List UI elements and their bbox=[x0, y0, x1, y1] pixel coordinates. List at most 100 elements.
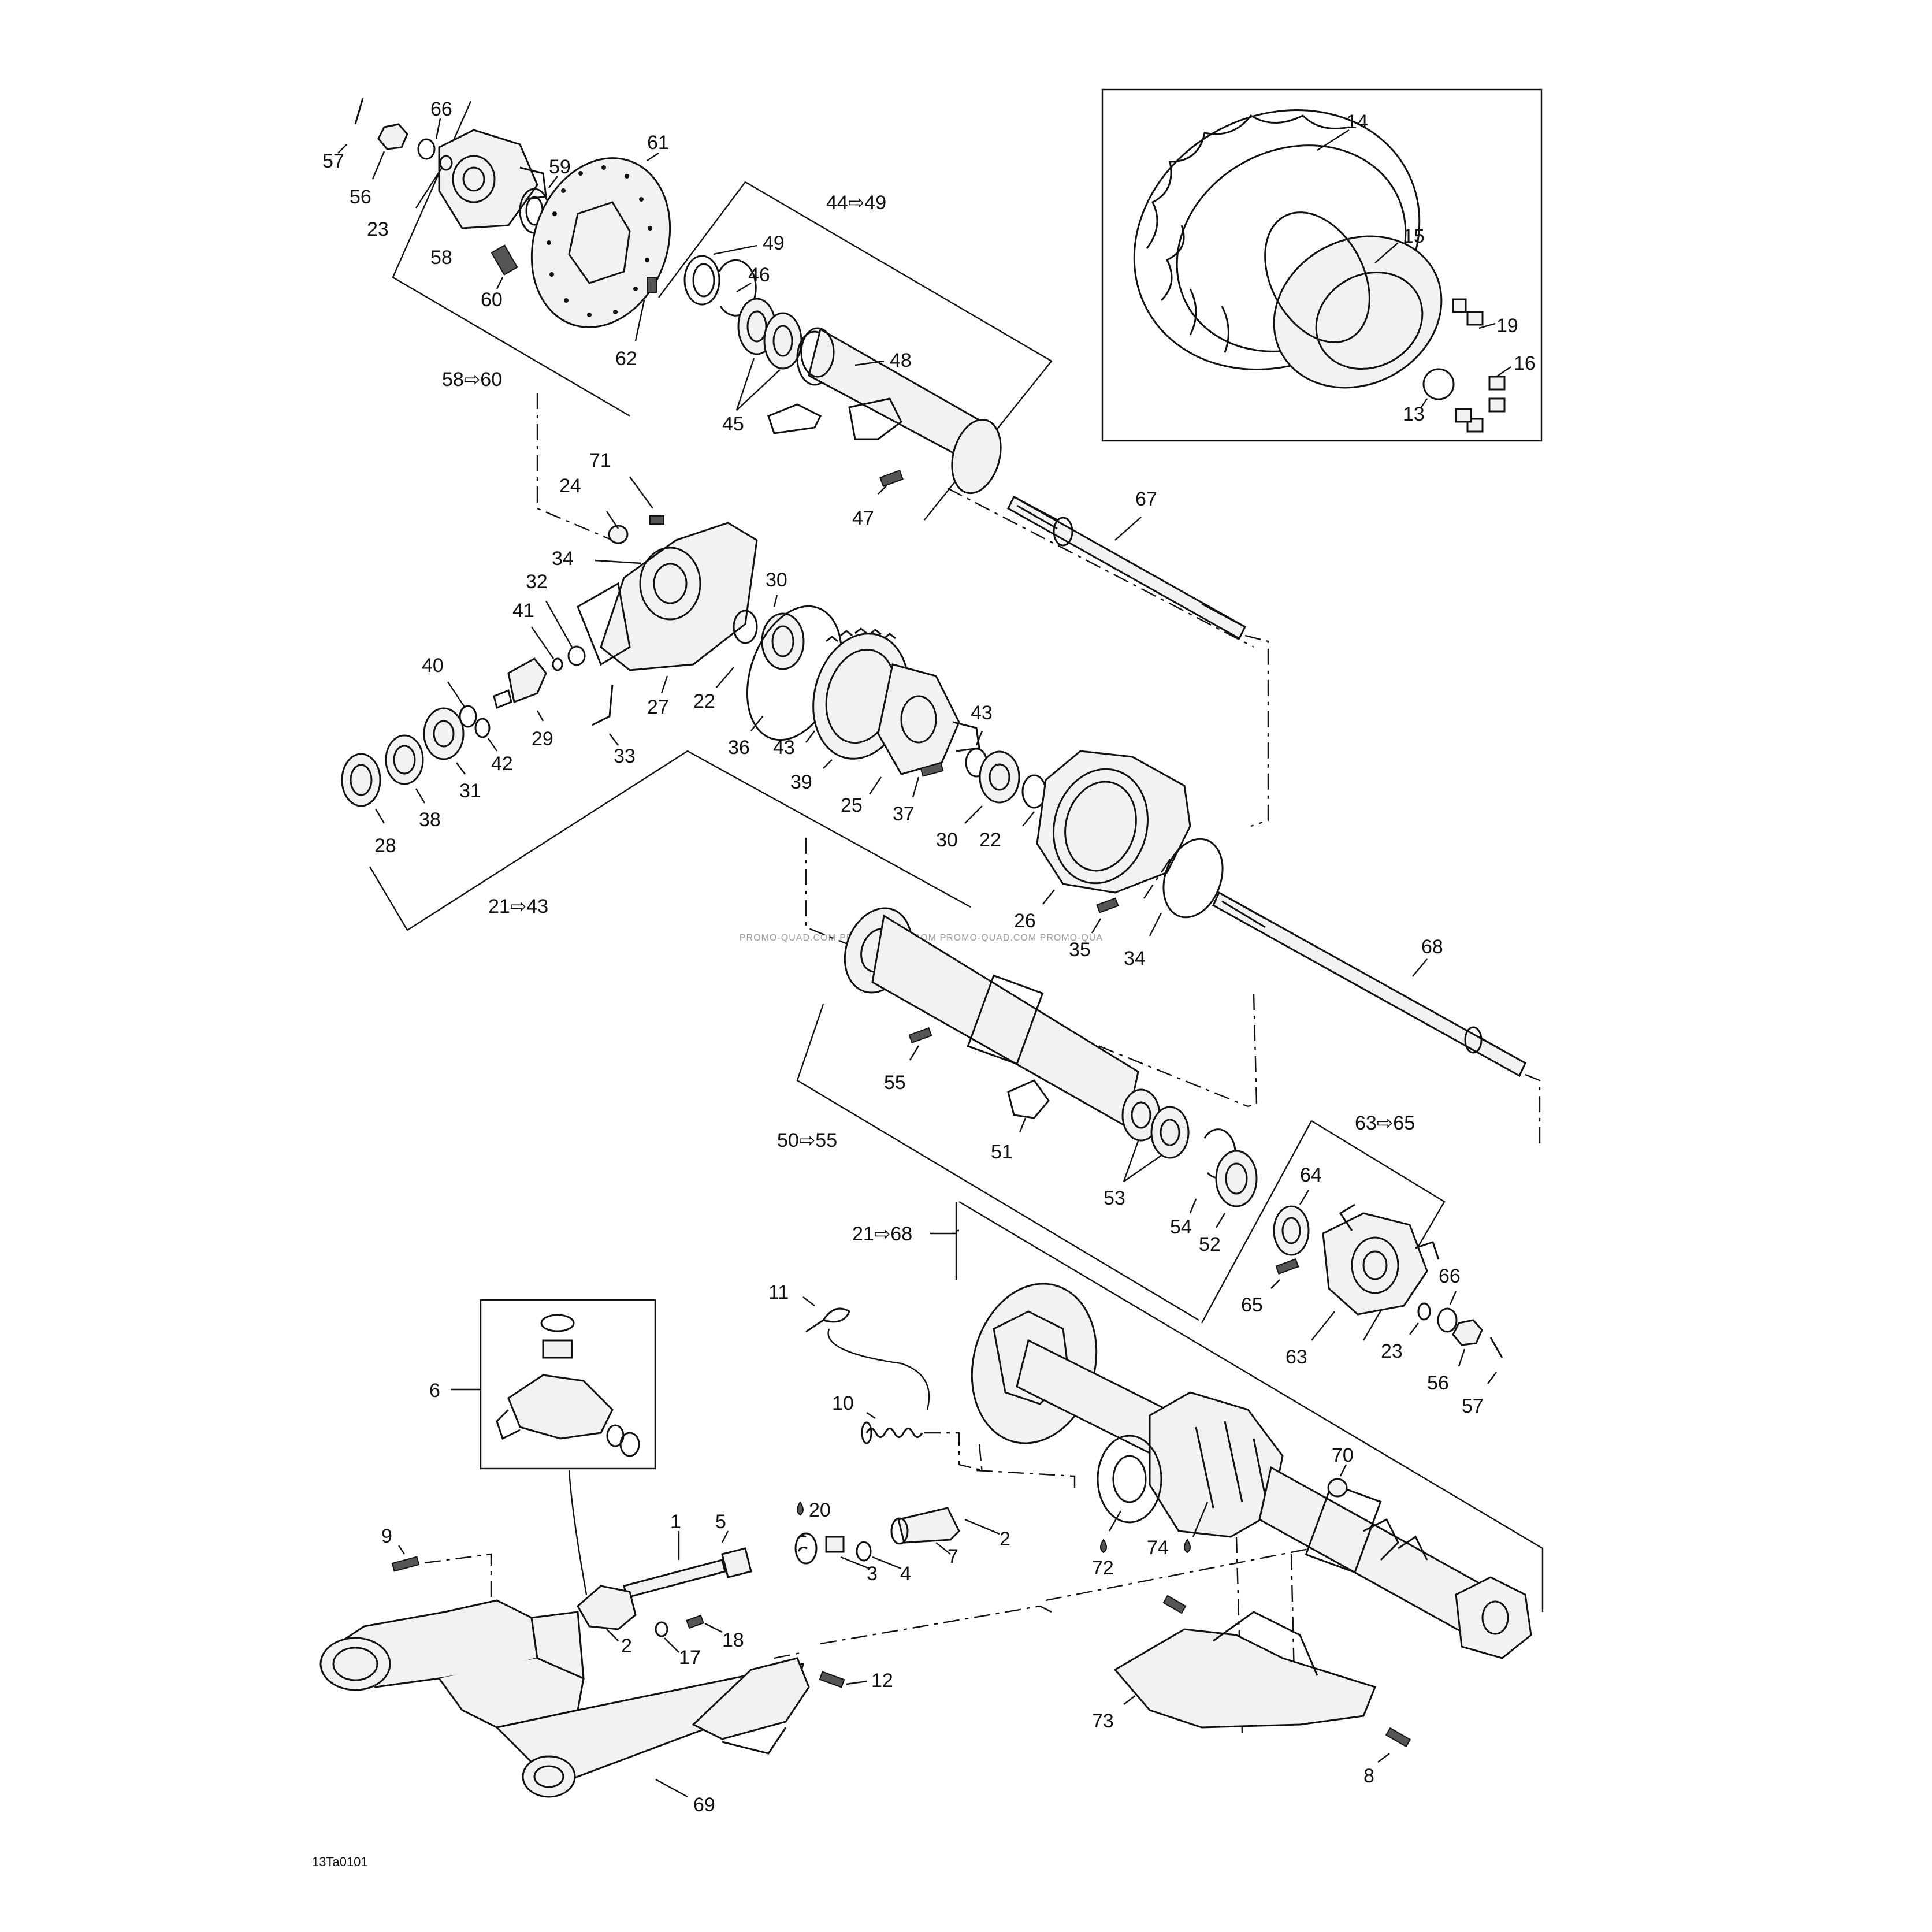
drain-plug bbox=[608, 525, 629, 544]
callout-10: 10 bbox=[832, 1392, 854, 1414]
callout-39: 39 bbox=[790, 771, 812, 793]
callout-41: 41 bbox=[512, 600, 534, 622]
hub-center bbox=[1351, 1236, 1399, 1294]
swing-arm-rear-bushing-inner bbox=[533, 1765, 564, 1788]
tube-bracket bbox=[767, 403, 822, 434]
housing-opening bbox=[1053, 768, 1149, 885]
washer bbox=[417, 138, 436, 160]
callout-55: 55 bbox=[884, 1072, 906, 1094]
bearing-carrier-group: 44⇨49 49 46 45 48 47 bbox=[658, 181, 1053, 529]
callout-69: 69 bbox=[693, 1794, 715, 1816]
mount-bolt bbox=[819, 1671, 845, 1688]
skid-bolt bbox=[1162, 1595, 1187, 1614]
pinion-bearing bbox=[423, 707, 465, 760]
housing-plate bbox=[577, 582, 631, 666]
callout-38: 38 bbox=[419, 809, 441, 831]
callout-25: 25 bbox=[841, 794, 863, 816]
wheel-nut bbox=[1455, 408, 1472, 423]
rim-flange bbox=[1264, 211, 1370, 343]
u-joint-inset-frame bbox=[480, 1299, 656, 1470]
callout-73: 73 bbox=[1092, 1710, 1114, 1732]
callout-68: 68 bbox=[1421, 936, 1443, 958]
differential-case bbox=[877, 663, 960, 775]
callout-11: 11 bbox=[768, 1281, 789, 1303]
lock-nut-inner bbox=[393, 745, 416, 775]
grease-drop-icon bbox=[1100, 1539, 1107, 1554]
hub-studs bbox=[1339, 1203, 1440, 1260]
rim-hub bbox=[1315, 271, 1424, 370]
housing-bore bbox=[639, 547, 701, 621]
pinion-flange bbox=[1097, 1435, 1162, 1524]
callout-4: 4 bbox=[900, 1563, 911, 1585]
pinion-bearing-race bbox=[433, 720, 455, 748]
callout-13: 13 bbox=[1403, 403, 1425, 425]
swing-arm-plate bbox=[692, 1657, 810, 1740]
callout-65: 65 bbox=[1241, 1294, 1263, 1316]
oil-seal bbox=[683, 255, 720, 306]
callout-3: 3 bbox=[867, 1563, 878, 1585]
drive-coupler bbox=[897, 1507, 960, 1544]
callout-9: 9 bbox=[381, 1525, 392, 1547]
bearing-race bbox=[1160, 1119, 1180, 1146]
skid-plate bbox=[1113, 1628, 1376, 1729]
u-joint-yoke bbox=[496, 1409, 521, 1440]
breather-tube bbox=[592, 684, 614, 726]
swing-arm-plate-edge bbox=[722, 1727, 787, 1755]
carrier-bolt bbox=[879, 470, 904, 487]
callout-59: 59 bbox=[549, 156, 571, 178]
axle-spline bbox=[1013, 496, 1246, 628]
axle-shaft-68: 68 PROMO-QUAD.COM PROMO-QUAD.COM PROMO-Q… bbox=[740, 891, 1541, 1144]
oil-seal-inner bbox=[1225, 1162, 1248, 1195]
lock-nut bbox=[385, 734, 424, 785]
callout-37: 37 bbox=[893, 803, 915, 825]
callout-28: 28 bbox=[374, 835, 396, 857]
callout-72: 72 bbox=[1092, 1557, 1114, 1579]
hub-bore bbox=[1362, 1250, 1388, 1280]
callout-67: 67 bbox=[1135, 488, 1157, 510]
group-label-63-65: 63⇨65 bbox=[1355, 1112, 1415, 1134]
callout-57b: 57 bbox=[1462, 1395, 1484, 1417]
swing-arm-group: 69 12 bbox=[319, 1599, 893, 1816]
axle-seal bbox=[733, 610, 758, 644]
cotter-pin bbox=[1489, 1337, 1503, 1358]
brake-disc bbox=[530, 157, 671, 328]
callout-64: 64 bbox=[1300, 1164, 1322, 1186]
drive-shaft-yoke bbox=[721, 1547, 752, 1578]
snap-ring bbox=[540, 1314, 575, 1332]
spring-coupler bbox=[794, 1532, 818, 1565]
diff-cover-housing bbox=[600, 522, 758, 671]
o-ring bbox=[474, 718, 491, 738]
axle-shaft-67: 67 bbox=[1007, 488, 1269, 827]
bolt bbox=[686, 1614, 704, 1629]
fill-plug bbox=[1327, 1478, 1348, 1498]
castle-nut bbox=[1452, 1319, 1483, 1346]
group-label-21-43: 21⇨43 bbox=[488, 896, 548, 917]
ring-gear-bolt bbox=[920, 762, 944, 777]
callout-63: 63 bbox=[1285, 1346, 1307, 1368]
hub-seal bbox=[1273, 1205, 1310, 1256]
pinion-gear bbox=[507, 657, 547, 704]
callout-30b: 30 bbox=[936, 829, 958, 851]
callout-35: 35 bbox=[1069, 939, 1091, 961]
swing-arm-bushing bbox=[319, 1637, 391, 1691]
castle-nut bbox=[377, 123, 408, 150]
housing-opening-inner bbox=[1064, 781, 1137, 872]
snap-ring bbox=[619, 1432, 640, 1457]
left-hub-group: 58⇨60 57 56 66 23 58 59 60 bbox=[322, 98, 671, 417]
oil-seal-inner bbox=[692, 263, 715, 298]
callout-29: 29 bbox=[532, 728, 553, 750]
callout-15: 15 bbox=[1403, 225, 1425, 247]
bearing bbox=[1150, 1106, 1190, 1159]
drive-shaft bbox=[623, 1559, 726, 1599]
axle-tube-end bbox=[800, 327, 835, 378]
callout-6: 6 bbox=[429, 1380, 440, 1402]
oil-drop-icon bbox=[1184, 1539, 1191, 1554]
callout-71: 71 bbox=[589, 449, 611, 471]
drive-shaft-group: 11 10 20 3 4 7 2 1 5 2 bbox=[381, 1281, 1010, 1669]
callout-2b: 2 bbox=[1000, 1528, 1010, 1550]
callout-20: 20 bbox=[809, 1499, 831, 1521]
tire-tread bbox=[1146, 114, 1350, 249]
u-joint bbox=[577, 1585, 637, 1630]
tube-bracket bbox=[848, 397, 902, 440]
